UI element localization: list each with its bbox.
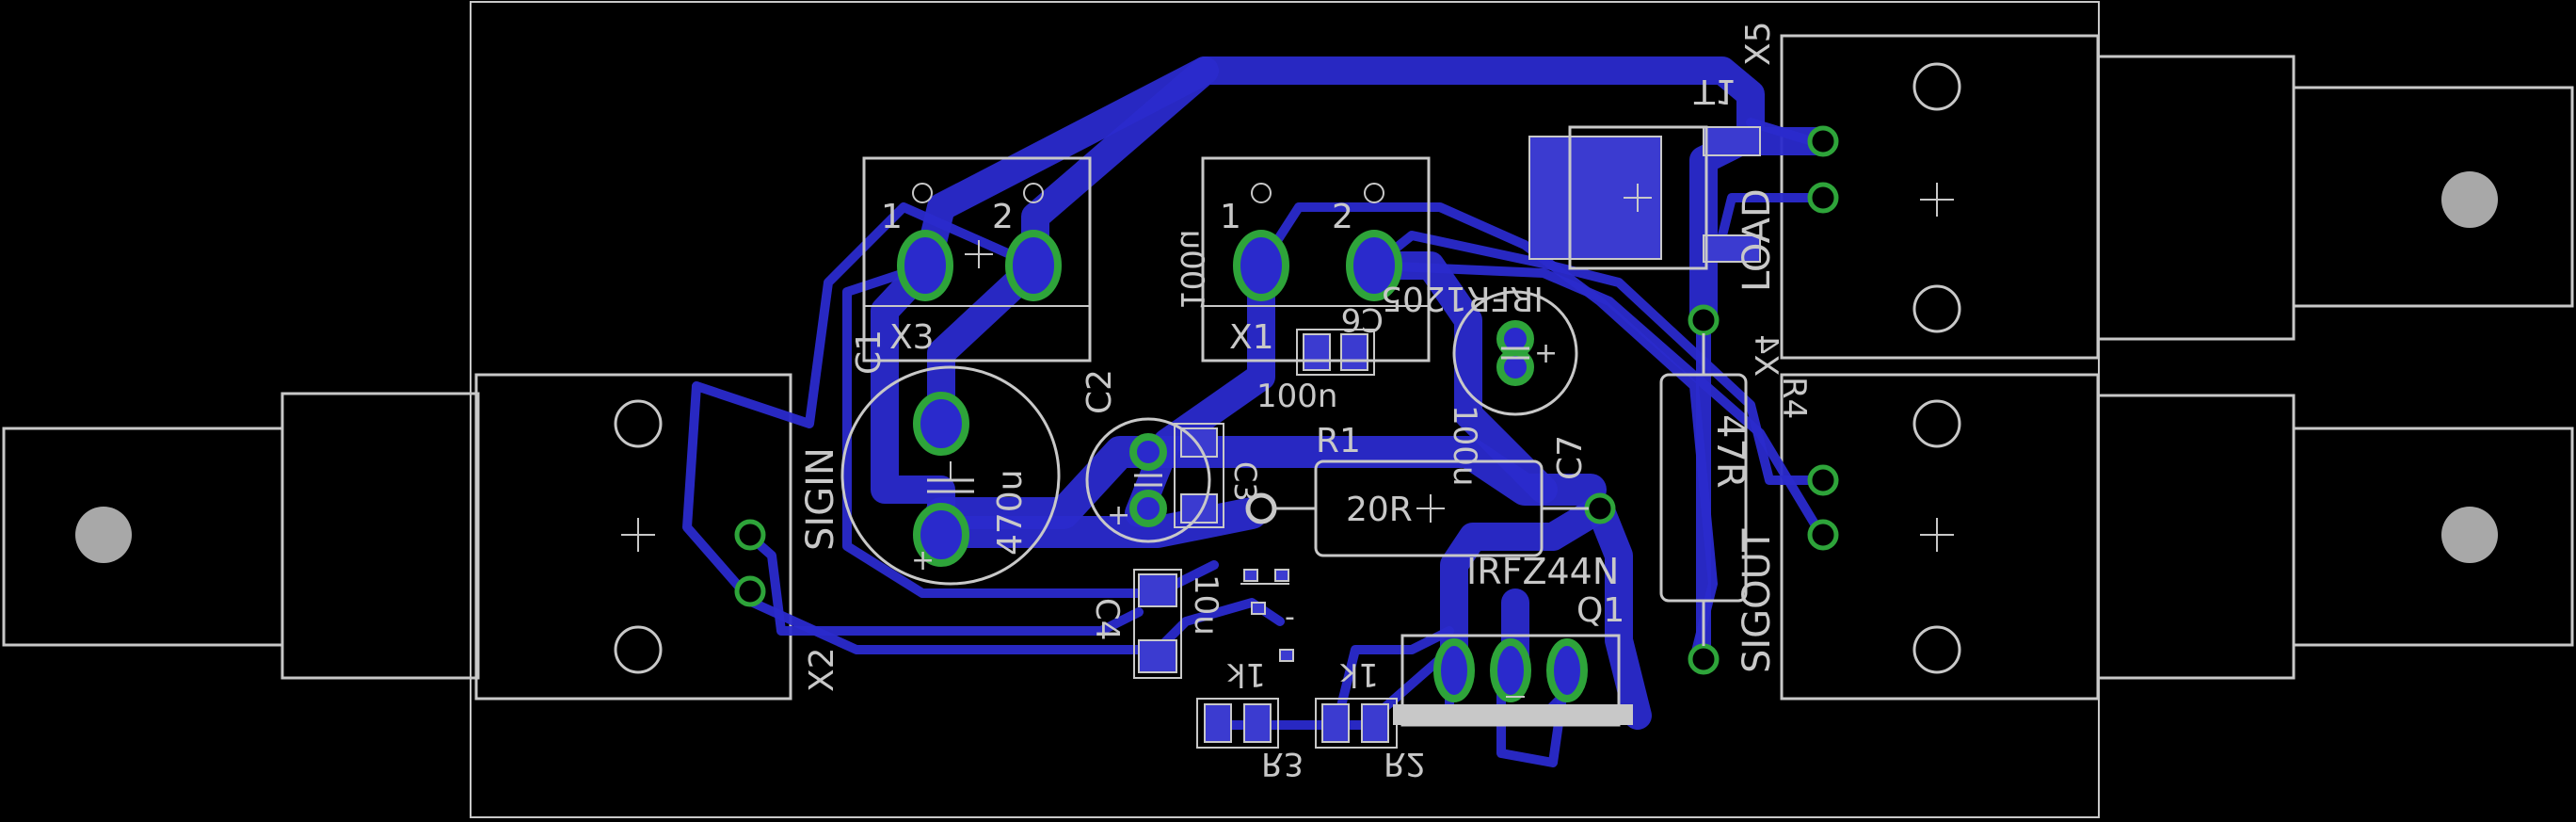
label-c1: C1 xyxy=(850,330,888,375)
pad-ic-1 xyxy=(1243,569,1258,582)
label-t1: T1 xyxy=(1693,72,1736,110)
bnc-connector-x5 xyxy=(1780,34,2574,360)
outline-t1 xyxy=(1568,125,1708,270)
bnc-connector-x4 xyxy=(1780,373,2574,701)
outline-r3 xyxy=(1196,698,1279,749)
outline-x3 xyxy=(862,156,1092,363)
pad-x1-2 xyxy=(1346,230,1402,301)
label-q1-value: IRFZ44N xyxy=(1466,551,1619,592)
tht-pads xyxy=(734,125,1839,702)
label-q1: Q1 xyxy=(1576,591,1624,630)
pad-c3-1 xyxy=(1180,427,1218,458)
component-outlines xyxy=(840,125,1748,749)
pad-r4-2 xyxy=(1688,643,1720,675)
pad-t1-1 xyxy=(1703,126,1761,156)
pad-c3-2 xyxy=(1180,493,1218,524)
pad-c6-1 xyxy=(1303,333,1331,371)
label-c6-value: 100n xyxy=(1256,378,1337,415)
pad-c4-2 xyxy=(1138,639,1177,673)
label-x5: X5 xyxy=(1739,21,1778,66)
pad-c6-2 xyxy=(1340,333,1368,371)
pad-r3-2 xyxy=(1243,703,1272,743)
label-x1: X1 xyxy=(1229,318,1274,357)
pad-ic-4 xyxy=(1279,649,1294,662)
label-sigin: SIGIN xyxy=(799,447,842,551)
mounting-hole-right-top xyxy=(2441,171,2498,228)
pad-r2-1 xyxy=(1321,703,1350,743)
pad-x5-2 xyxy=(1807,182,1839,214)
mounting-hole-right-bottom xyxy=(2441,507,2498,563)
label-r1-value: 20R xyxy=(1346,491,1413,529)
label-c2-plus: + xyxy=(1107,499,1130,532)
label-r3-value: 1k xyxy=(1226,655,1266,693)
pad-c7-2 xyxy=(1496,348,1534,386)
label-x3: X3 xyxy=(889,318,935,357)
label-r4: R4 xyxy=(1775,377,1813,419)
label-r2-value: 1k xyxy=(1339,655,1379,693)
label-c7-value: 100u xyxy=(1446,405,1483,486)
pad-x3-2 xyxy=(1005,230,1062,301)
pad-x1-1 xyxy=(1233,230,1289,301)
pad-x5-1 xyxy=(1807,125,1839,157)
label-ic-minus: - xyxy=(1285,601,1295,634)
pad-c2-1 xyxy=(1129,433,1167,471)
pad-x3-1 xyxy=(897,230,953,301)
label-load: LOAD xyxy=(1736,188,1779,292)
pad-r2-2 xyxy=(1361,703,1389,743)
pad-t1-2 xyxy=(1703,234,1761,263)
outline-c3 xyxy=(1174,423,1224,528)
label-c2-value: 100u xyxy=(1173,230,1210,311)
label-c7: C7 xyxy=(1551,435,1590,480)
label-r3: R3 xyxy=(1261,745,1304,782)
label-r4-value: 47R xyxy=(1708,414,1752,489)
outline-c7 xyxy=(1452,290,1578,416)
label-c1-plus: + xyxy=(911,544,935,577)
label-x3-pin1: 1 xyxy=(881,198,903,236)
pad-x4-1 xyxy=(1807,464,1839,496)
pad-q1-2 xyxy=(1490,638,1531,702)
label-x1-pin1: 1 xyxy=(1220,198,1241,236)
label-x2: X2 xyxy=(803,647,841,692)
label-r2: R2 xyxy=(1384,745,1426,782)
pad-r4-1 xyxy=(1688,304,1720,336)
outline-r2 xyxy=(1315,698,1398,749)
pad-t1-tab xyxy=(1528,136,1662,260)
outline-c4 xyxy=(1133,569,1182,679)
pad-c2-2 xyxy=(1129,490,1167,527)
pad-r3-1 xyxy=(1204,703,1232,743)
pad-c4-1 xyxy=(1138,573,1177,607)
label-x4: X4 xyxy=(1747,334,1784,377)
label-c7-plus: + xyxy=(1534,337,1558,370)
outline-x1 xyxy=(1201,156,1431,363)
mounting-hole-left xyxy=(75,507,132,563)
pad-r1-2 xyxy=(1584,492,1616,524)
outline-c1 xyxy=(840,365,1061,586)
outline-c6 xyxy=(1296,329,1375,376)
pad-ic-2 xyxy=(1251,602,1266,615)
label-r1: R1 xyxy=(1316,422,1361,460)
label-c3: C3 xyxy=(1227,461,1263,502)
label-c2: C2 xyxy=(1080,369,1119,414)
pad-c1-2 xyxy=(913,503,969,567)
bnc-connector-x2 xyxy=(2,373,792,701)
label-x1-pin2: 2 xyxy=(1332,198,1353,236)
pad-ic-3 xyxy=(1274,569,1289,582)
smd-pads xyxy=(1138,126,1761,743)
label-irfr1205: IRFR1205 xyxy=(1381,279,1544,317)
outline-c2 xyxy=(1085,417,1211,543)
silkscreen-labels: X5 T1 LOAD IRFR1205 X4 R4 47R SIGOUT 1 2… xyxy=(799,21,1813,782)
pad-x4-2 xyxy=(1807,519,1839,551)
label-c4: C4 xyxy=(1088,598,1126,640)
label-c1-value: 470u xyxy=(991,469,1030,556)
pad-c1-1 xyxy=(913,392,969,456)
pad-q1-1 xyxy=(1433,638,1475,702)
pad-q1-3 xyxy=(1546,638,1588,702)
label-c4-value: 10u xyxy=(1187,574,1224,636)
pad-x2-1 xyxy=(734,519,766,551)
label-c6: C6 xyxy=(1341,300,1384,338)
label-x3-pin2: 2 xyxy=(992,198,1014,236)
label-sigout: SIGOUT xyxy=(1736,528,1779,673)
pad-x2-2 xyxy=(734,575,766,607)
